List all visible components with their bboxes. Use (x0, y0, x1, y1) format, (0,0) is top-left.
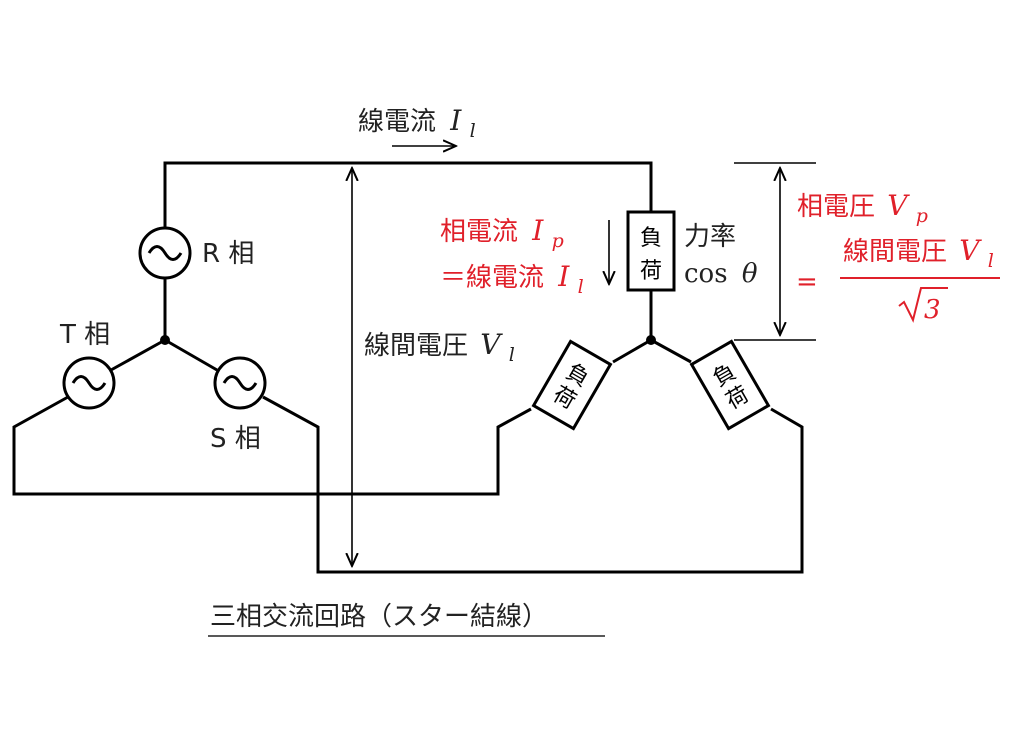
load-branch-left (612, 338, 652, 364)
source-neutral-dot (160, 335, 170, 345)
svg-text:荷: 荷 (640, 259, 662, 284)
svg-text:負: 負 (640, 226, 662, 251)
load-left: 負 荷 (531, 339, 613, 431)
formula-denominator: 3 (924, 295, 941, 325)
t-branch-wire (110, 338, 166, 372)
source-s-label: S 相 (210, 424, 261, 454)
source-t-label: T 相 (59, 320, 110, 350)
load-right: 負 荷 (689, 339, 771, 431)
phase-voltage-label: 相電圧 V p (797, 189, 928, 227)
formula-sqrt-icon (898, 287, 948, 323)
ac-wave-icon (147, 245, 183, 261)
phase-current-label: 相電流 I p (440, 214, 564, 252)
source-r (138, 226, 192, 280)
r-line-wire (163, 161, 653, 278)
ac-wave-icon (71, 375, 107, 391)
diagram-title: 三相交流回路（スター結線） (210, 602, 548, 632)
formula-equals: = (796, 267, 818, 297)
s-branch-wire (164, 338, 218, 372)
power-factor-expr: cos θ (684, 259, 758, 289)
s-line-wire (262, 395, 804, 574)
power-factor-label: 力率 (684, 222, 736, 252)
source-s (213, 356, 267, 410)
phase-current-equals-label: ＝線電流 I l (440, 260, 584, 298)
source-r-label: R 相 (202, 239, 254, 269)
load-top: 負 荷 (626, 210, 676, 292)
load-neutral-dot (646, 335, 656, 345)
line-voltage-label: 線間電圧 V l (364, 328, 515, 366)
formula-numerator: 線間電圧 V l (843, 234, 994, 272)
ac-wave-icon (222, 375, 258, 391)
source-t (62, 356, 116, 410)
load-branch-right (650, 338, 692, 364)
t-line-wire (12, 395, 532, 496)
line-current-label: 線電流 I l (358, 104, 476, 142)
circuit-wires (12, 161, 804, 574)
